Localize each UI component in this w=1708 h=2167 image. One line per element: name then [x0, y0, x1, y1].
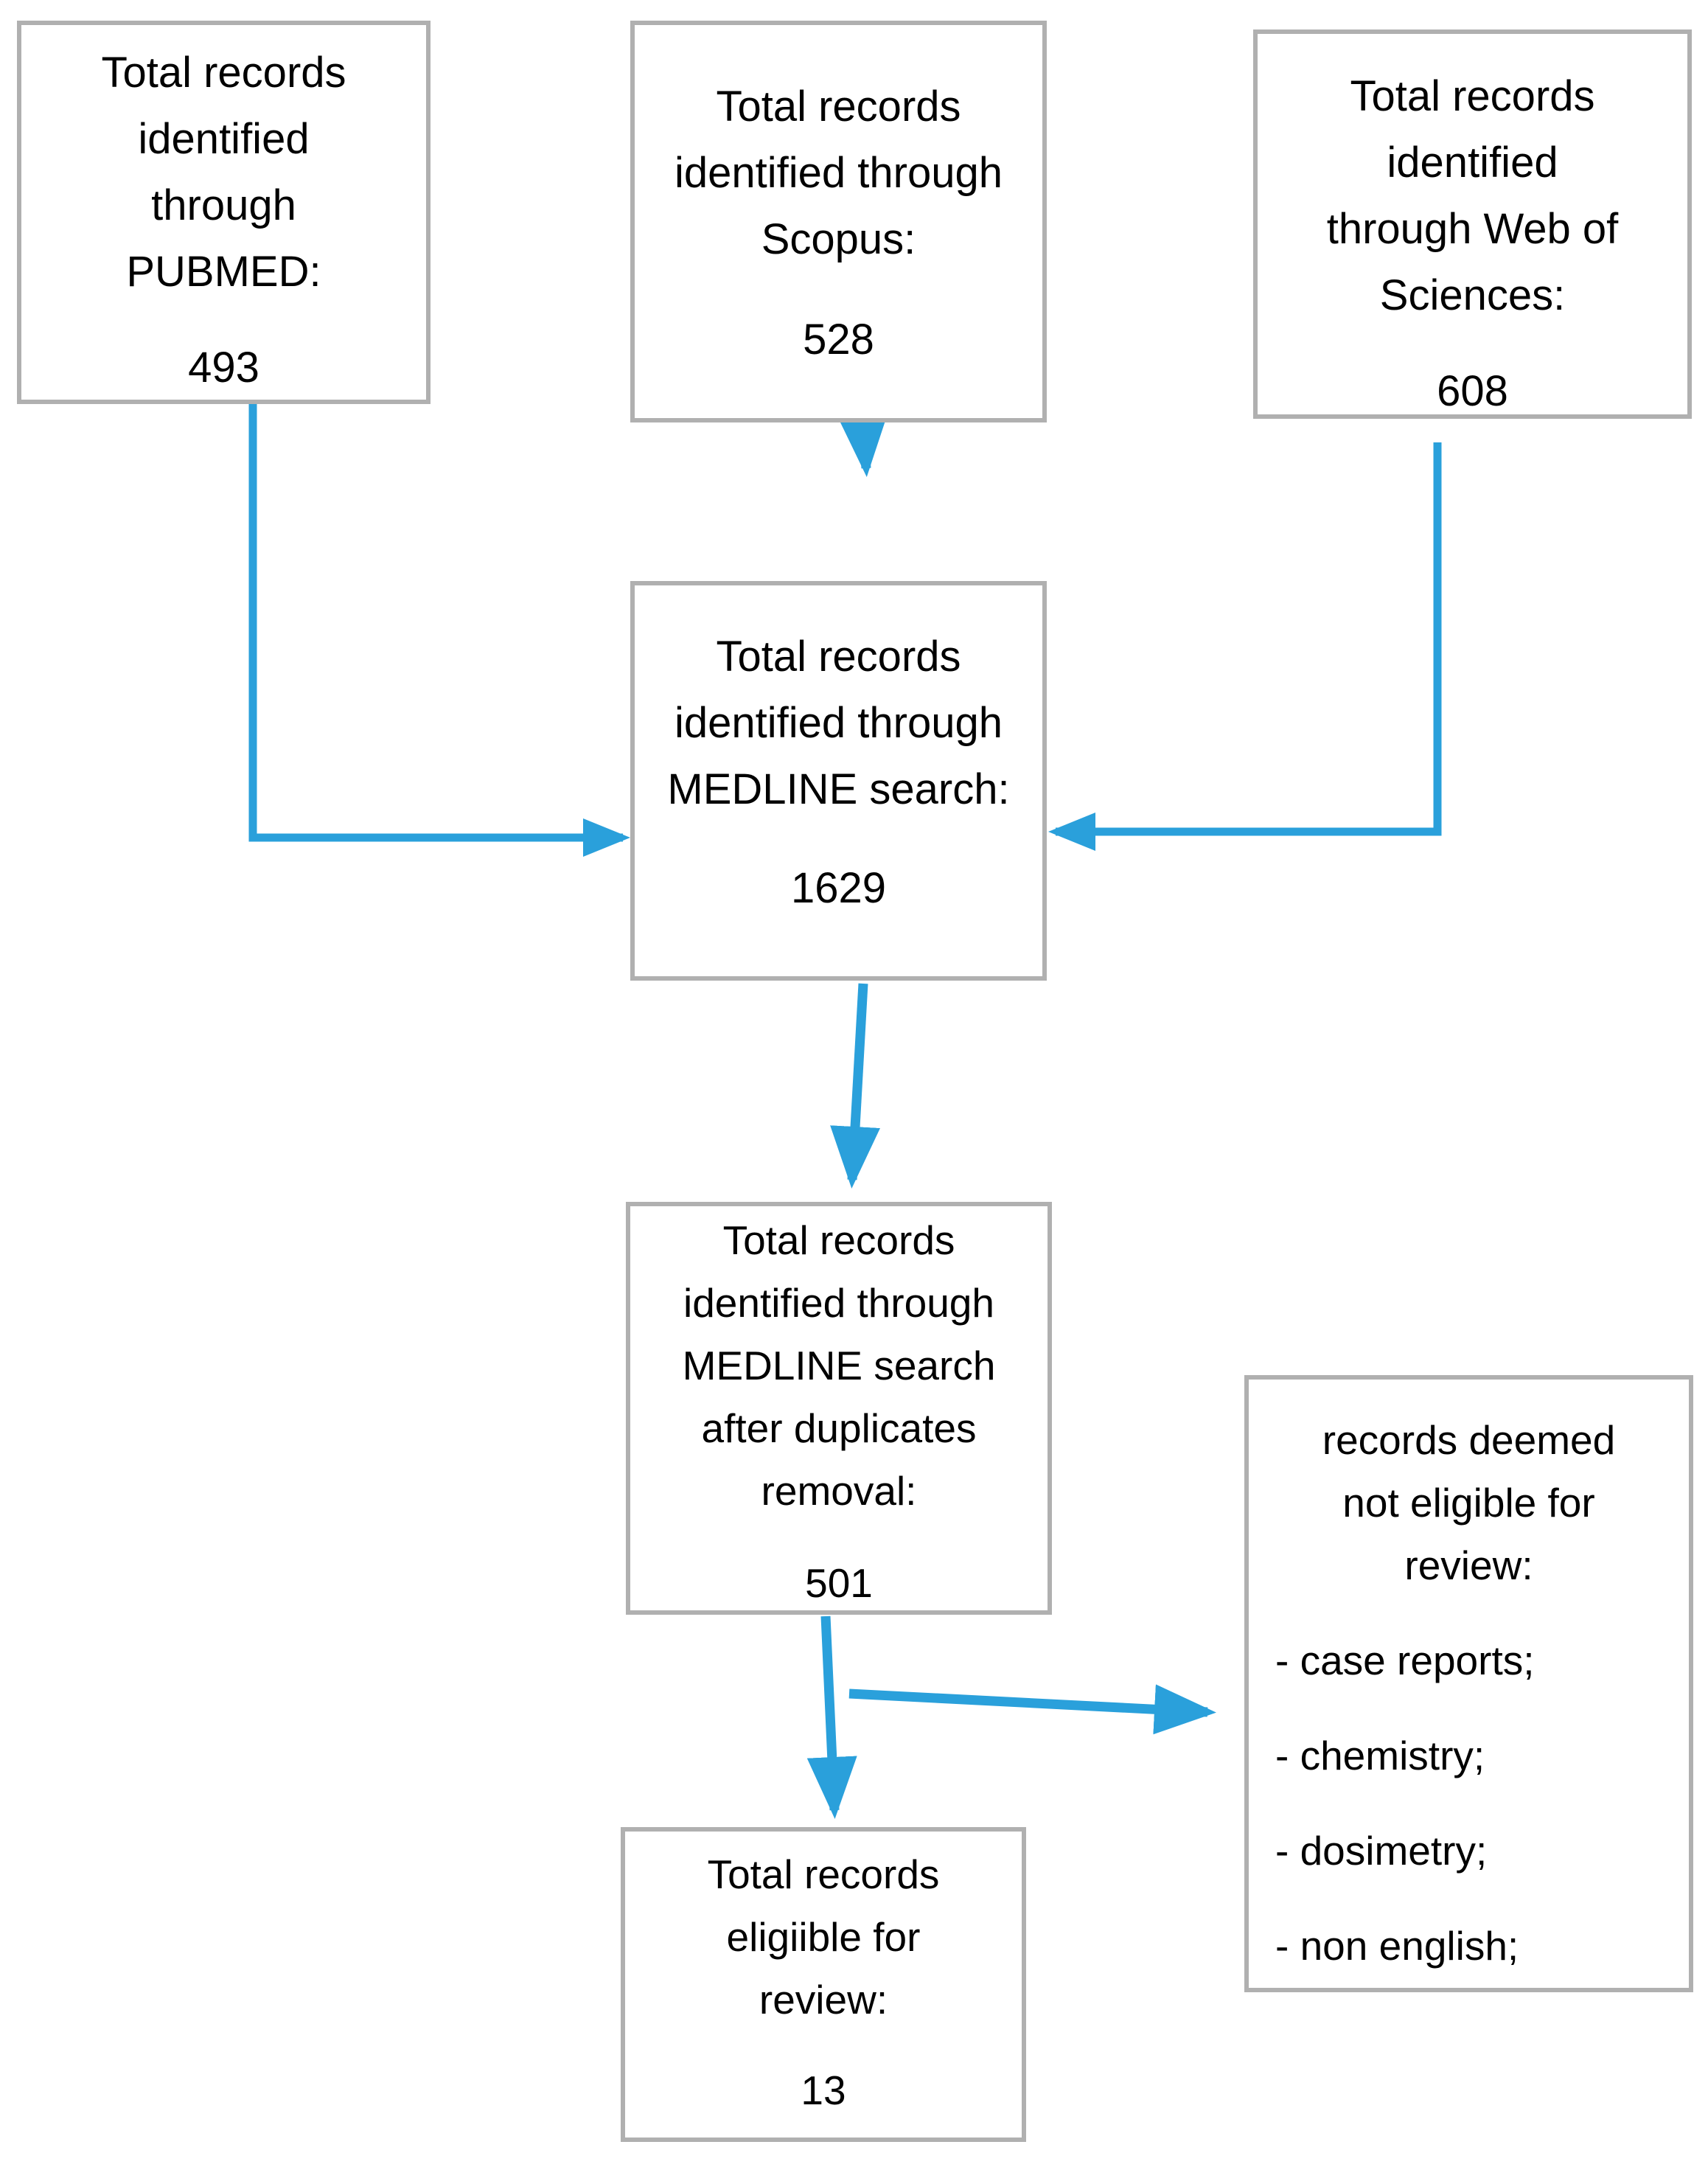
exclusion-reason: - case reports;	[1275, 1638, 1535, 1683]
web-of-sciences-records-box: Total records identified through Web of …	[1253, 29, 1692, 419]
box-line: identified through	[675, 699, 1003, 747]
record-count: 1629	[790, 864, 887, 912]
exclusion-reason: - chemistry;	[1275, 1733, 1485, 1778]
box-line: PUBMED:	[126, 248, 321, 296]
record-count: 528	[803, 316, 874, 364]
record-count: 501	[805, 1560, 873, 1606]
box-line: identified through	[683, 1280, 994, 1326]
box-line: after duplicates	[701, 1405, 977, 1451]
box-line: Total records	[101, 49, 346, 97]
box-line: MEDLINE search:	[667, 765, 1010, 813]
box-line: removal:	[761, 1468, 917, 1514]
record-count: 493	[188, 344, 259, 392]
box-line: records deemed	[1322, 1417, 1616, 1463]
box-line: identified	[138, 115, 310, 163]
box-line: not eligible for	[1342, 1480, 1595, 1526]
box-line: Total records	[707, 1851, 940, 1897]
exclusion-reason: - dosimetry;	[1275, 1828, 1488, 1874]
box-line: identified	[1387, 139, 1558, 187]
eligible-for-review-box: Total records eligiible for review: 13	[621, 1827, 1026, 2142]
exclusion-reason: - non english;	[1275, 1923, 1519, 1969]
arrow-duplicates-to-eligible	[806, 1615, 857, 1819]
medline-records-box: Total records identified through MEDLINE…	[630, 581, 1047, 981]
box-line: eligiible for	[726, 1914, 921, 1960]
record-count: 13	[801, 2067, 846, 2113]
arrow-wos-to-medline	[1048, 442, 1442, 851]
box-line: review:	[759, 1977, 888, 2022]
box-line: Total records	[716, 633, 961, 681]
box-line: through Web of	[1326, 205, 1619, 253]
not-eligible-box: records deemed not eligible for review: …	[1244, 1375, 1693, 1992]
box-line: MEDLINE search	[682, 1343, 996, 1388]
scopus-records-box: Total records identified through Scopus:…	[630, 21, 1047, 422]
pubmed-records-box: Total records identified through PUBMED:…	[17, 21, 431, 404]
box-line: Total records	[722, 1217, 955, 1263]
box-line: Total records	[716, 83, 961, 131]
box-line: Sciences:	[1379, 271, 1566, 319]
box-line: Total records	[1350, 72, 1595, 120]
box-line: review:	[1404, 1542, 1533, 1588]
box-line: through	[151, 181, 296, 229]
box-line: identified through	[675, 149, 1003, 197]
box-line: Scopus:	[761, 215, 916, 263]
arrow-duplicates-to-noteligible	[848, 1684, 1216, 1735]
arrow-medline-to-duplicates	[830, 983, 880, 1189]
record-count: 608	[1437, 367, 1508, 415]
duplicates-removed-box: Total records identified through MEDLINE…	[626, 1202, 1052, 1615]
arrow-pubmed-to-medline	[248, 398, 630, 857]
